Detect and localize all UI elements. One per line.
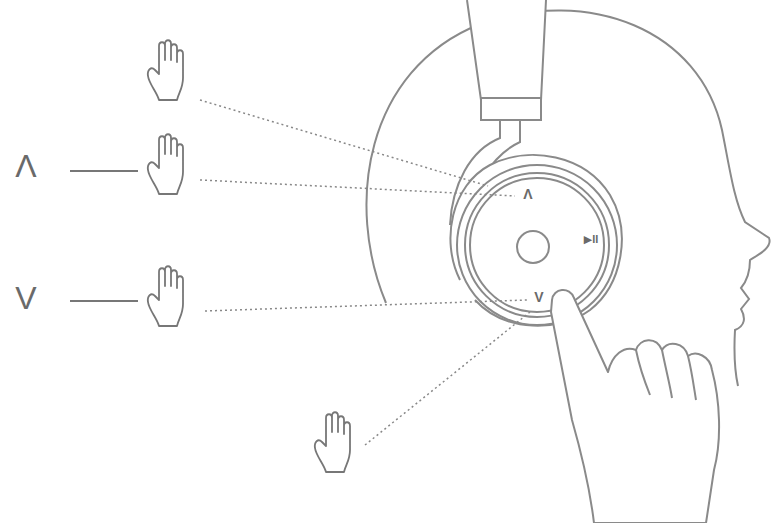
control-marking: V: [534, 290, 543, 304]
control-marking: Λ: [523, 187, 532, 201]
button-symbol: Λ: [15, 150, 36, 182]
pressing-hand: [551, 290, 719, 523]
dash: [70, 171, 138, 301]
hand-icon: [148, 40, 350, 472]
ear-cup: [450, 155, 621, 326]
control-marking: ▶II: [584, 234, 599, 245]
leader-line: [200, 100, 530, 445]
button-symbol: V: [15, 282, 36, 314]
